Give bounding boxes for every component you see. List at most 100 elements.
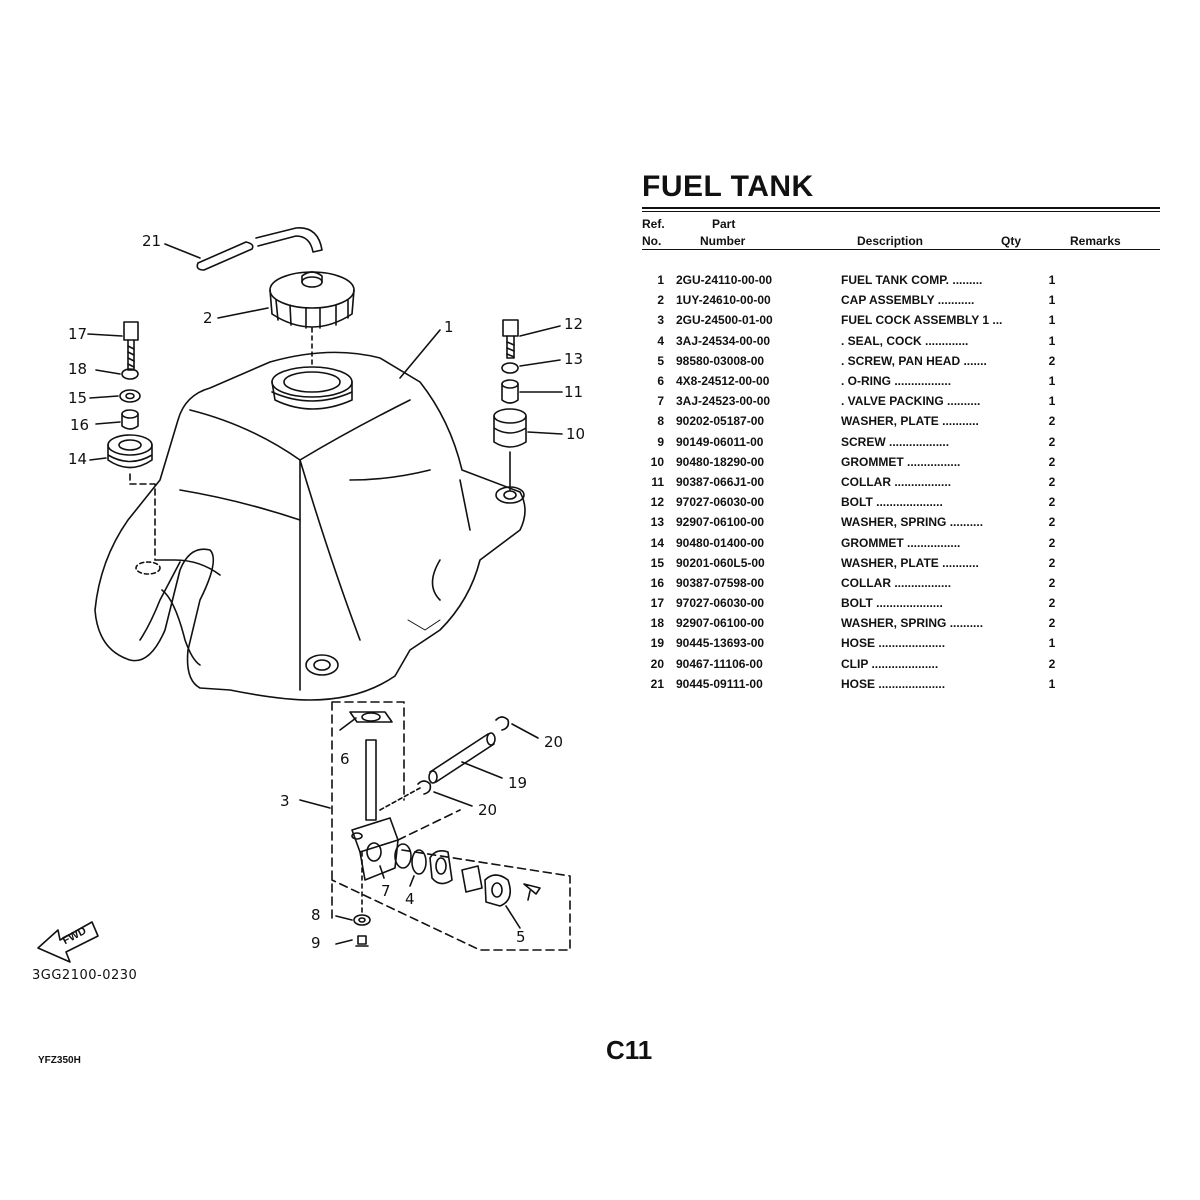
description-text: WASHER, PLATE <box>841 555 939 570</box>
description-cell: . VALVE PACKING .......... <box>841 391 1037 411</box>
description-text: FUEL TANK COMP. <box>841 273 950 288</box>
qty-cell: 1 <box>1048 333 1056 348</box>
figure-code: 3GG2100-0230 <box>32 968 138 983</box>
description-text: CAP ASSEMBLY <box>841 293 935 308</box>
description-cell: COLLAR ................. <box>841 472 1037 492</box>
description-text: WASHER, PLATE <box>841 414 939 429</box>
description-text: . VALVE PACKING <box>841 394 944 409</box>
right-mount-parts-drawing <box>493 319 563 491</box>
callout-9: 9 <box>311 934 321 952</box>
title-rule <box>642 207 1160 209</box>
ref-cell: 11 <box>651 474 664 489</box>
callout-6: 6 <box>340 750 350 768</box>
header-description: Description <box>857 234 924 248</box>
leader-dots: ... <box>992 313 1003 328</box>
fuel-tank-drawing <box>94 329 526 701</box>
callout-20-lower: 20 <box>478 801 498 819</box>
description-text: . O-RING <box>841 374 891 389</box>
callout-7: 7 <box>381 882 391 900</box>
ref-cell: 8 <box>657 414 664 429</box>
description-text: . SCREW, PAN HEAD <box>841 353 961 368</box>
leader-dots: ............. <box>925 333 969 348</box>
qty-cell: 2 <box>1048 454 1056 469</box>
part-number-cell: 1UY-24610-00-00 <box>676 293 771 308</box>
description-text: . SEAL, COCK <box>841 333 922 348</box>
part-number-cell: 97027-06030-00 <box>676 596 765 611</box>
callout-17: 17 <box>68 325 88 343</box>
description-text: WASHER, SPRING <box>841 616 947 631</box>
ref-cell: 1 <box>657 273 664 288</box>
description-text: HOSE <box>841 676 876 691</box>
description-cell: FUEL COCK ASSEMBLY 1 ... <box>841 310 1037 330</box>
ref-cell: 15 <box>650 555 664 570</box>
ref-cell: 9 <box>657 434 664 449</box>
qty-cell: 2 <box>1048 495 1056 510</box>
leader-dots: .......... <box>949 616 984 631</box>
part-number-cell: 90202-05187-00 <box>676 414 765 429</box>
part-number-cell: 4X8-24512-00-00 <box>676 374 770 389</box>
description-cell: WASHER, PLATE ........... <box>841 411 1037 431</box>
description-text: GROMMET <box>841 535 904 550</box>
ref-cell: 7 <box>657 394 664 409</box>
callout-15: 15 <box>68 389 88 407</box>
qty-cell: 1 <box>1048 636 1056 651</box>
callout-18: 18 <box>68 360 88 378</box>
header-part: Part <box>712 217 736 231</box>
table-row: 8 90202-05187-00 WASHER, PLATE ...........… <box>642 411 1067 431</box>
qty-cell: 1 <box>1048 394 1056 409</box>
header-rule <box>642 249 1160 250</box>
leader-dots: .................... <box>878 676 946 691</box>
header-no: No. <box>642 234 662 248</box>
description-cell: FUEL TANK COMP. ......... <box>841 270 1037 290</box>
qty-cell: 2 <box>1048 515 1056 530</box>
description-cell: COLLAR ................. <box>841 573 1037 593</box>
ref-cell: 18 <box>650 616 664 631</box>
description-cell: HOSE .................... <box>841 674 1037 694</box>
description-cell: GROMMET ................ <box>841 532 1037 552</box>
description-cell: WASHER, SPRING .......... <box>841 613 1037 633</box>
part-number-cell: 3AJ-24523-00-00 <box>676 394 771 409</box>
part-number-cell: 92907-06100-00 <box>676 515 765 530</box>
description-text: COLLAR <box>841 474 891 489</box>
description-cell: . O-RING ................. <box>841 371 1037 391</box>
fuel-cap-drawing <box>217 271 355 329</box>
description-text: COLLAR <box>841 575 891 590</box>
description-cell: WASHER, PLATE ........... <box>841 553 1037 573</box>
part-number-cell: 97027-06030-00 <box>676 495 765 510</box>
leader-dots: .......... <box>947 394 981 409</box>
callout-8: 8 <box>311 906 321 924</box>
ref-cell: 3 <box>657 313 664 328</box>
qty-cell: 1 <box>1048 374 1056 389</box>
description-cell: GROMMET ................ <box>841 452 1037 472</box>
ref-cell: 16 <box>650 575 664 590</box>
description-cell: BOLT .................... <box>841 593 1037 613</box>
qty-cell: 2 <box>1048 474 1056 489</box>
diagram-drawing <box>37 227 571 963</box>
description-text: CLIP <box>841 656 869 671</box>
part-number-cell: 90149-06011-00 <box>676 434 764 449</box>
left-mount-parts-drawing <box>87 321 161 575</box>
ref-cell: 19 <box>650 636 664 651</box>
part-number-cell: 90480-18290-00 <box>676 454 765 469</box>
header-qty: Qty <box>1001 234 1022 248</box>
leader-dots: .......... <box>949 515 984 530</box>
part-number-cell: 2GU-24500-01-00 <box>676 313 773 328</box>
hose-19-drawing <box>379 716 539 811</box>
description-cell: SCREW .................. <box>841 432 1037 452</box>
description-cell: HOSE .................... <box>841 633 1037 653</box>
callout-10: 10 <box>566 425 586 443</box>
